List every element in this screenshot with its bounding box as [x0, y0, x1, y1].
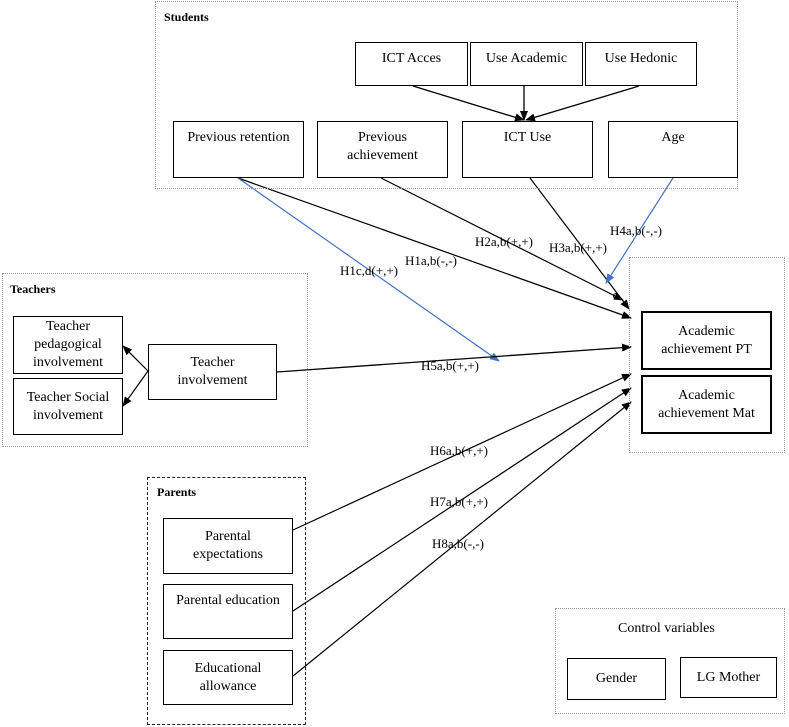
label-h7ab: H7a,b(+,+) — [430, 494, 488, 509]
node-teacher-involvement: Teacher involvement — [148, 344, 277, 400]
teachers-group-title: Teachers — [10, 282, 56, 296]
arrow-ict-acces-to-ict-use — [412, 85, 525, 122]
arrow-h3ab — [529, 177, 630, 310]
arrow-h1cd — [237, 177, 500, 362]
arrow-use-hedonic-to-ict-use — [525, 85, 640, 122]
node-ict-use: ICT Use — [462, 121, 593, 178]
arrow-h8ab — [292, 401, 632, 677]
node-teacher-social-involvement: Teacher Social involvement — [13, 378, 123, 435]
arrow-h2ab — [380, 177, 624, 301]
node-educational-allowance: Educational allowance — [163, 650, 293, 705]
node-use-academic: Use Academic — [470, 42, 583, 86]
label-h2ab: H2a,b(+,+) — [475, 234, 533, 249]
label-h5ab: H5a,b(+,+) — [421, 358, 479, 373]
node-age: Age — [608, 121, 738, 178]
outcomes-group — [629, 257, 785, 453]
node-previous-retention: Previous retention — [173, 121, 304, 178]
students-group-title: Students — [164, 10, 209, 24]
label-h4ab: H4a,b(-,-) — [610, 223, 662, 238]
arrow-h6ab — [292, 373, 632, 531]
arrow-teacher-to-pedagogical — [122, 345, 149, 372]
label-h1ab: H1a,b(-,-) — [405, 253, 457, 268]
control-variables-title: Control variables — [618, 621, 715, 636]
arrow-h1ab — [237, 177, 632, 319]
label-h3ab: H3a,b(+,+) — [549, 240, 607, 255]
control-variables-group: Control variables — [555, 608, 785, 714]
node-previous-achievement: Previous achievement — [317, 121, 448, 178]
node-teacher-pedagogical-involvement: Teacher pedagogical involvement — [13, 316, 123, 374]
node-parental-education: Parental education — [163, 584, 293, 639]
node-ict-acces: ICT Acces — [355, 42, 468, 86]
node-lg-mother: LG Mother — [680, 657, 777, 698]
label-h8ab: H8a,b(-,-) — [432, 536, 484, 551]
node-gender: Gender — [567, 658, 666, 700]
students-group: Students — [155, 1, 738, 189]
node-academic-achievement-mat: Academic achievement Mat — [641, 375, 772, 434]
arrow-h4ab — [605, 177, 674, 284]
label-h6ab: H6a,b(+,+) — [430, 443, 488, 458]
label-h1cd: H1c,d(+,+) — [340, 263, 398, 278]
parents-group-title: Parents — [157, 485, 197, 499]
arrow-h7ab — [292, 387, 632, 612]
teachers-group: Teachers — [2, 273, 308, 447]
parents-group: Parents — [147, 477, 306, 725]
arrow-h5ab — [276, 343, 632, 373]
arrow-teacher-to-social — [122, 370, 149, 407]
node-parental-expectations: Parental expectations — [163, 518, 293, 574]
node-use-hedonic: Use Hedonic — [585, 42, 697, 86]
node-academic-achievement-pt: Academic achievement PT — [641, 311, 772, 370]
